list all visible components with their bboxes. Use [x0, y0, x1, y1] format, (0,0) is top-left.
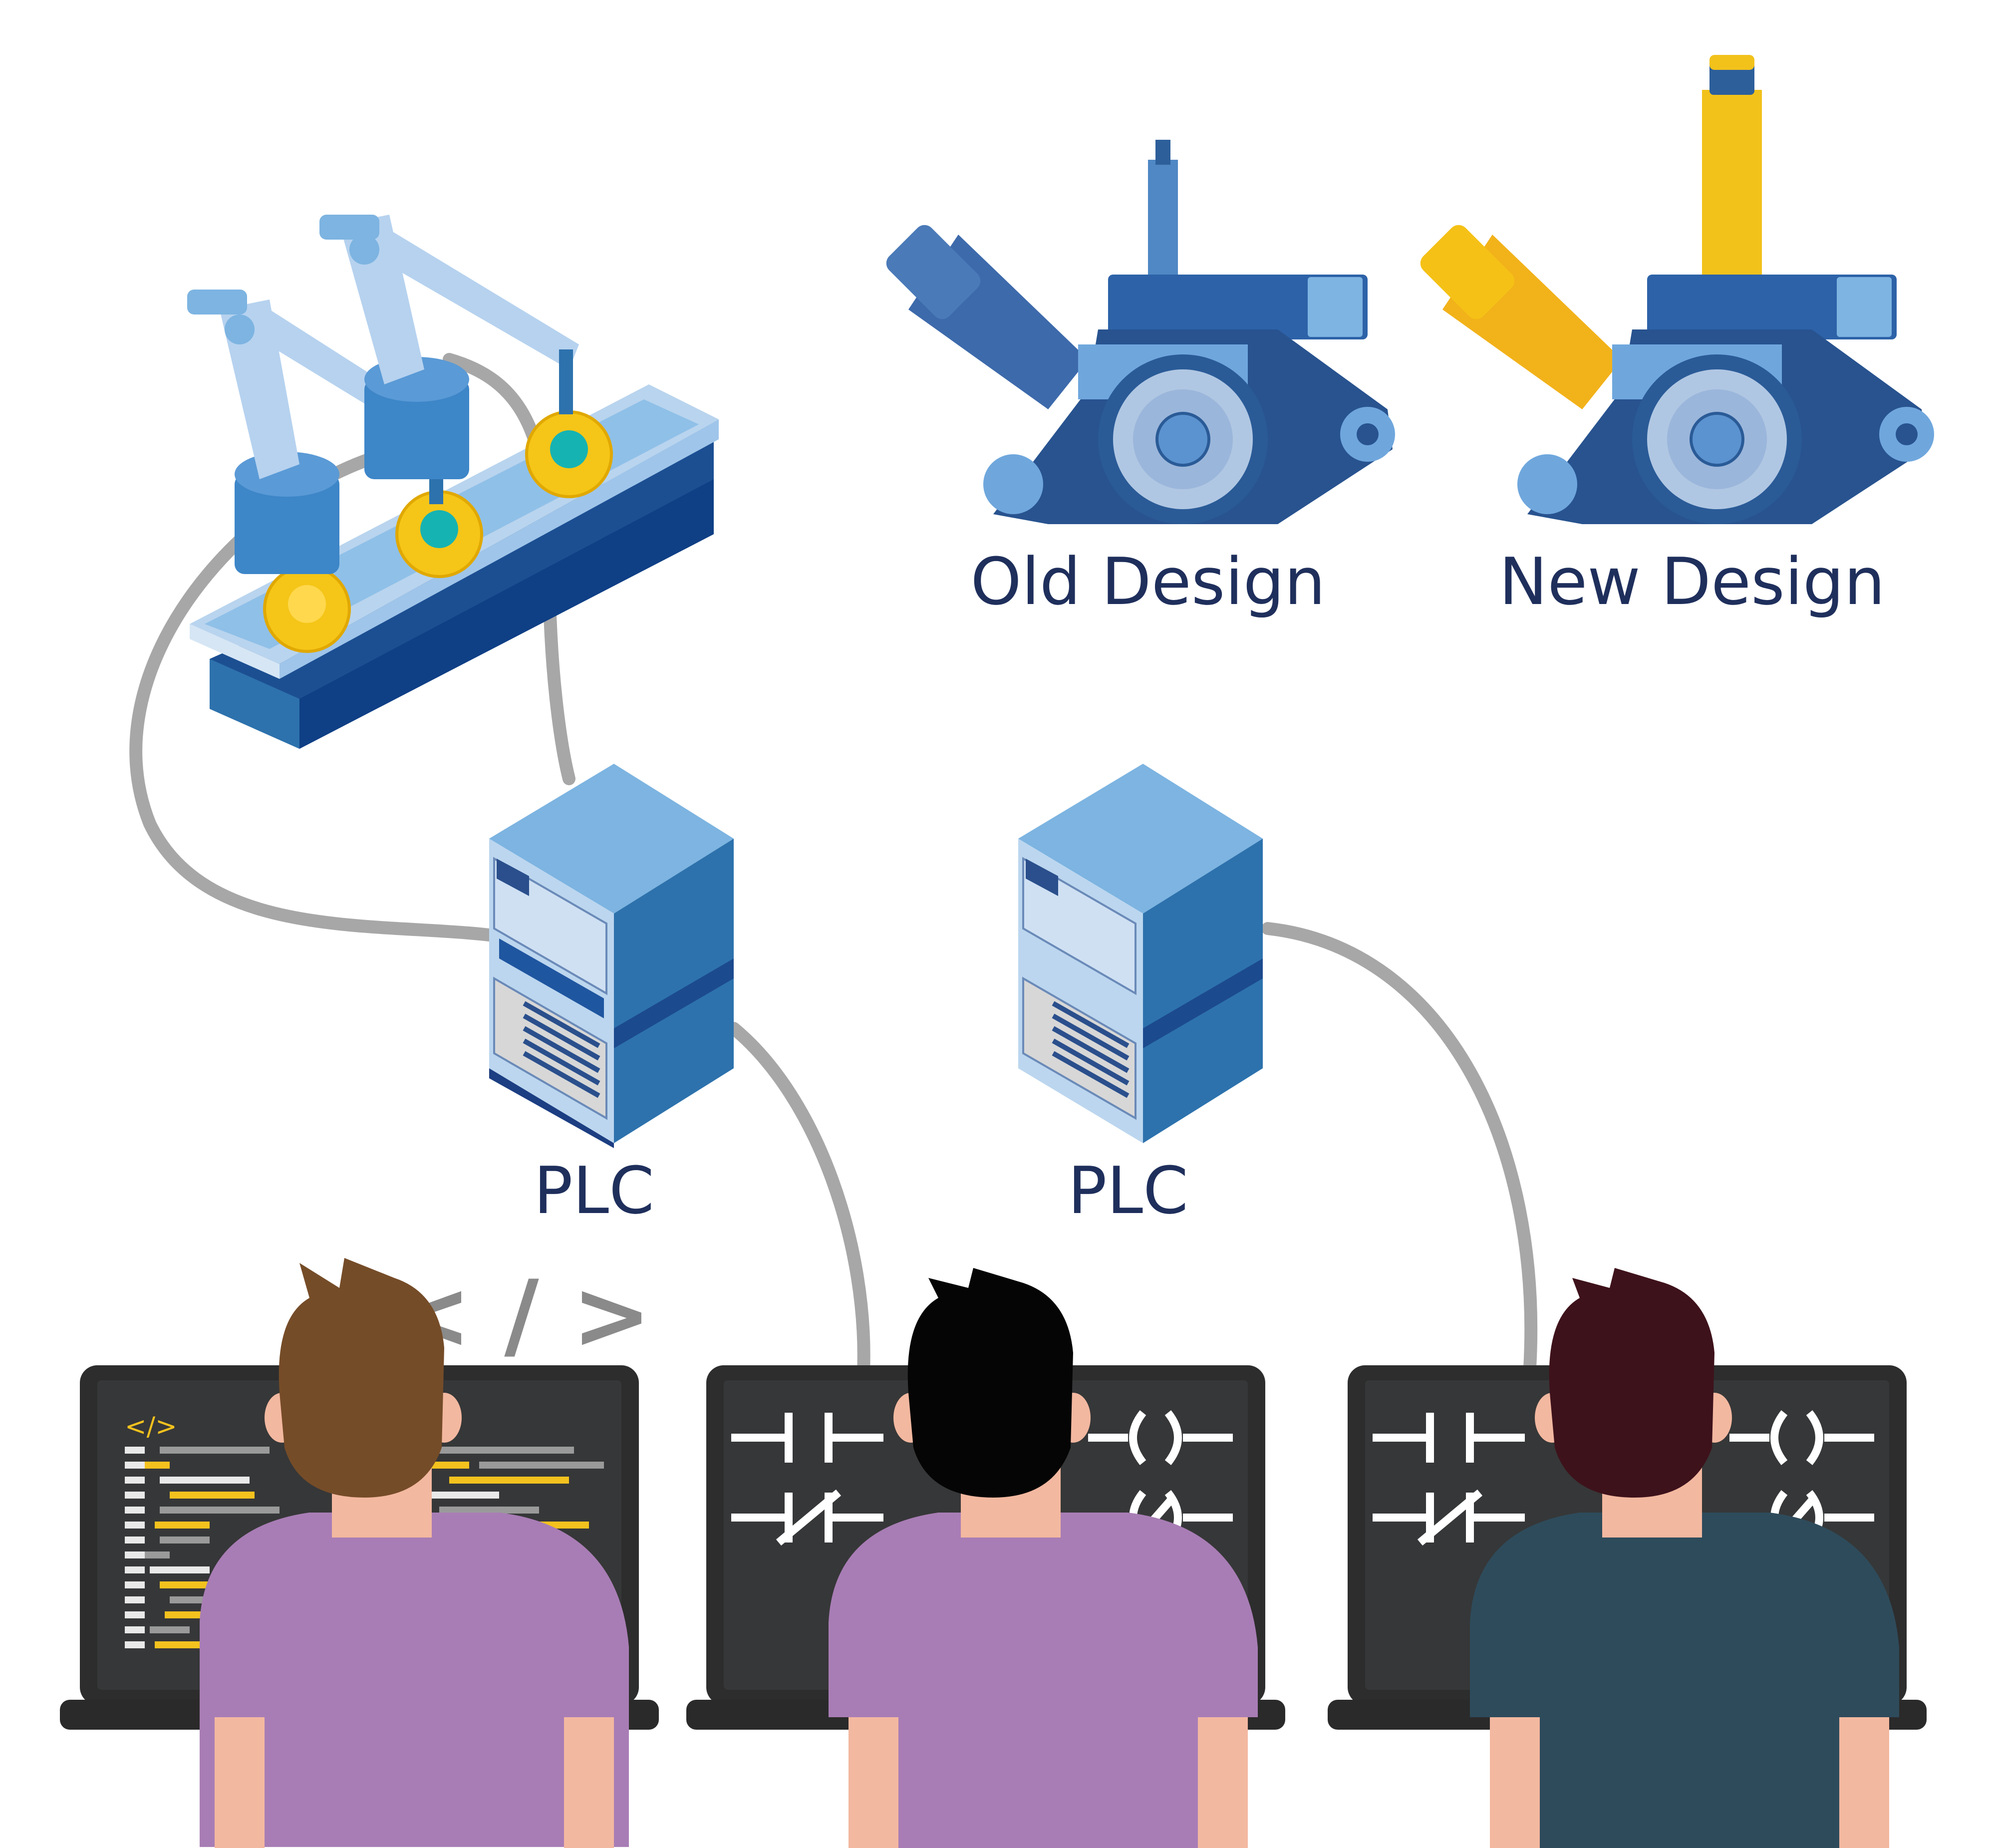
person-icon	[829, 1268, 1258, 1848]
old-design-part	[886, 140, 1395, 524]
cable-plc-right-to-laptop	[1261, 922, 1538, 1374]
person-icon	[1470, 1268, 1899, 1848]
robot-arm-icon	[319, 215, 579, 479]
robot-assembly-line	[187, 215, 719, 749]
person-icon	[200, 1258, 629, 1848]
engine-part-icon	[886, 55, 1934, 524]
plc-server-icon	[1018, 764, 1263, 1143]
ladder-contact-icon	[731, 1413, 883, 1546]
ladder-contact-icon	[1373, 1413, 1525, 1546]
new-design-label: New Design	[1499, 544, 1885, 619]
cables	[129, 353, 1538, 1379]
code-tag: </>	[125, 1412, 177, 1442]
new-design-part	[1420, 55, 1934, 524]
plc-server-icon	[489, 764, 734, 1148]
plc-right-label: PLC	[1068, 1153, 1188, 1229]
plc-left-label: PLC	[534, 1153, 654, 1229]
old-design-label: Old Design	[970, 544, 1325, 619]
gear-icon	[263, 410, 613, 653]
cable-plc-left-to-laptop	[727, 1022, 870, 1379]
